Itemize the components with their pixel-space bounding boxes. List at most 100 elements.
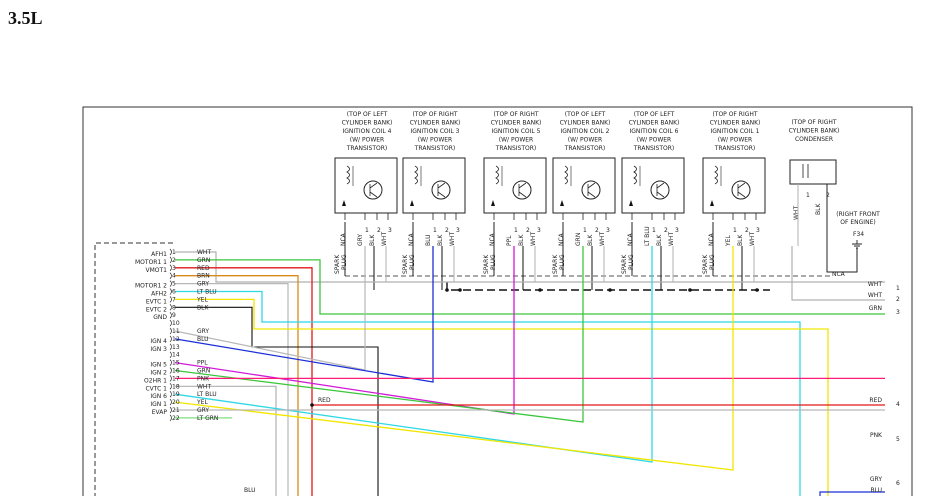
wire-blu-12	[174, 246, 434, 383]
pin-number: 3	[537, 227, 541, 234]
extra-blu-label: BLU	[244, 487, 256, 494]
pin-wire-label: WHT	[381, 232, 388, 246]
wire-grn-16	[174, 246, 584, 423]
ecm-pin-name: AFH1	[151, 251, 167, 258]
wire-ppl-15	[174, 246, 515, 415]
ground-icon	[852, 240, 862, 249]
spark-plug-label: SPARK	[621, 254, 628, 274]
coil-winding-icon	[495, 165, 499, 185]
transistor-icon	[581, 180, 601, 200]
ecm-pin-number: 5	[172, 281, 176, 288]
pin-wire-label: PPL	[506, 235, 513, 246]
nca-label: NCA	[832, 271, 846, 278]
blk-junction	[755, 288, 759, 292]
pin-nca-label: NCA	[627, 232, 634, 246]
coil-label: TRANSISTOR)	[564, 145, 605, 152]
pin-number: 1	[652, 227, 656, 234]
ecm-wire-label: WHT	[197, 383, 211, 390]
wire-yel-20	[174, 246, 734, 471]
spark-arrow-icon	[410, 200, 414, 206]
right-wire-number: 2	[896, 296, 900, 303]
pin-number: 1	[733, 227, 737, 234]
pin-number: 3	[388, 227, 392, 234]
connector-icon	[169, 335, 172, 343]
spark-plug-label: SPARK	[334, 254, 341, 274]
ecm-wire-label: BLU	[197, 336, 209, 343]
spark-arrow-icon	[710, 200, 714, 206]
wire-ltblu-19	[174, 246, 653, 463]
wire-grn-2	[175, 259, 885, 315]
ecm-pin-number: 22	[172, 415, 180, 422]
connector-icon	[169, 359, 172, 366]
coil-winding-icon	[714, 165, 718, 185]
ecm-pin-name: IGN 3	[150, 346, 167, 353]
pin-number: 1	[433, 227, 437, 234]
connector-icon	[169, 367, 172, 374]
pin-number: 1	[583, 227, 587, 234]
capacitor-icon	[802, 164, 809, 178]
ecm-pin-name: MOTOR1 1	[135, 259, 167, 266]
coil-label: IGNITION COIL 5	[492, 128, 541, 135]
connector-icon	[169, 311, 172, 319]
connector-icon	[169, 280, 172, 287]
spark-plug-label: SPARK	[552, 254, 559, 274]
right-wire-label: GRN	[869, 305, 882, 312]
spark-plug-label: SPARK	[402, 254, 409, 274]
pin-number: 3	[675, 227, 679, 234]
ecm-pin-name: VMOT1	[146, 267, 168, 274]
pin-nca-label: NCA	[408, 232, 415, 246]
ecm-pin-name: EVTC 1	[146, 298, 167, 305]
pin-number: 1	[806, 192, 810, 199]
coil-label: (W/ POWER	[718, 137, 752, 144]
ecm-pin-name: IGN 4	[150, 338, 167, 345]
connector-icon	[169, 351, 172, 358]
right-wire-number: 5	[896, 436, 900, 443]
wire-brn-4	[175, 275, 299, 496]
pin-wire-label: BLK	[737, 234, 744, 246]
pin-number: 2	[745, 227, 749, 234]
right-wire-label: RED	[869, 397, 882, 404]
spark-arrow-icon	[560, 200, 564, 206]
pin-wire-label: BLK	[437, 234, 444, 246]
wire-gry-5	[175, 283, 289, 496]
connector-icon	[169, 406, 172, 414]
connector-icon	[169, 248, 172, 256]
ecm-pin-number: 11	[172, 328, 180, 335]
coil-label: (TOP OF LEFT	[634, 111, 675, 118]
coil-label: TRANSISTOR)	[495, 145, 536, 152]
right-wire-label: WHT	[868, 281, 882, 288]
pin-wire-label: WHT	[530, 232, 537, 246]
blk-junction	[458, 288, 462, 292]
ecm-pin-number: 15	[172, 360, 180, 367]
spark-plug-label: SPARK	[702, 254, 709, 274]
ecm-pin-number: 8	[172, 304, 176, 311]
ecm-pin-number: 7	[172, 296, 176, 303]
ecm-pin-number: 20	[172, 399, 180, 406]
ecm-wire-label: YEL	[196, 296, 208, 303]
transistor-icon	[731, 180, 751, 200]
pin-nca-label: NCA	[340, 232, 347, 246]
pin-nca-label: NCA	[558, 232, 565, 246]
condenser-box	[789, 159, 837, 185]
ecm-pin-name: IGN 1	[150, 401, 167, 408]
ecm-wire-label: PPL	[197, 360, 208, 367]
coil-label: (W/ POWER	[418, 137, 452, 144]
ecm-pin-number: 1	[172, 249, 176, 256]
wire-red-3	[175, 267, 313, 496]
pin-number: 2	[526, 227, 530, 234]
pin-wire-label: GRN	[575, 233, 582, 246]
diagram-frame	[82, 106, 913, 496]
coil-label: TRANSISTOR)	[346, 145, 387, 152]
blk-junction	[608, 288, 612, 292]
coil-label: IGNITION COIL 1	[711, 128, 760, 135]
pin-wire-label: WHT	[749, 232, 756, 246]
ecm-pin-name: GND	[153, 314, 167, 321]
coil-label: CYLINDER BANK)	[410, 120, 461, 127]
ecm-wire-label: BRN	[197, 273, 210, 280]
connector-icon	[169, 375, 172, 382]
